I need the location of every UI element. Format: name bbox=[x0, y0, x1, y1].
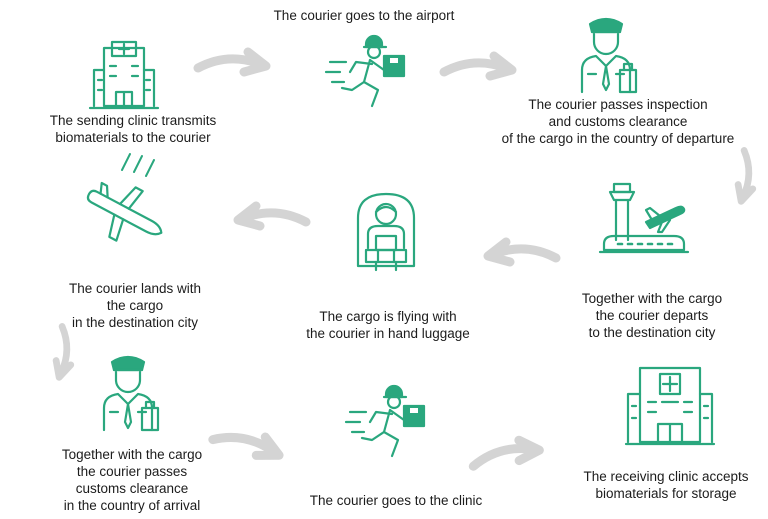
hospital-building-icon bbox=[624, 366, 718, 450]
arrow-7-to-8 bbox=[212, 428, 292, 468]
landing-airplane-icon bbox=[82, 152, 174, 270]
step-6-caption: The courier lands with the cargo in the … bbox=[68, 281, 202, 330]
airport-departure-icon bbox=[598, 180, 692, 262]
customs-officer-icon bbox=[574, 12, 644, 96]
step-8-caption: The courier goes to the clinic bbox=[309, 493, 483, 508]
running-courier-icon-clinic bbox=[344, 380, 430, 462]
arrow-6-to-7 bbox=[36, 336, 76, 396]
step-9-caption: The receiving clinic accepts biomaterial… bbox=[583, 469, 749, 501]
step-7-caption: Together with the cargo the courier pass… bbox=[61, 447, 203, 513]
clinic-icon bbox=[88, 38, 160, 110]
arrow-5-to-6 bbox=[226, 196, 306, 236]
step-1-caption: The sending clinic transmits biomaterial… bbox=[49, 113, 217, 145]
customs-officer-icon-arrival bbox=[96, 350, 166, 434]
step-2-caption: The courier goes to the airport bbox=[273, 8, 455, 23]
running-courier-icon bbox=[324, 30, 410, 112]
arrow-2-to-3 bbox=[444, 50, 524, 84]
seated-passenger-icon bbox=[348, 192, 428, 274]
arrow-4-to-5 bbox=[476, 232, 556, 272]
step-3-caption: The courier passes inspection and custom… bbox=[501, 97, 735, 146]
arrow-3-to-4 bbox=[718, 160, 758, 220]
arrow-8-to-9 bbox=[472, 436, 552, 476]
step-5-caption: The cargo is flying with the courier in … bbox=[306, 309, 470, 341]
arrow-1-to-2 bbox=[198, 46, 278, 80]
step-4-caption: Together with the cargo the courier depa… bbox=[581, 291, 723, 340]
